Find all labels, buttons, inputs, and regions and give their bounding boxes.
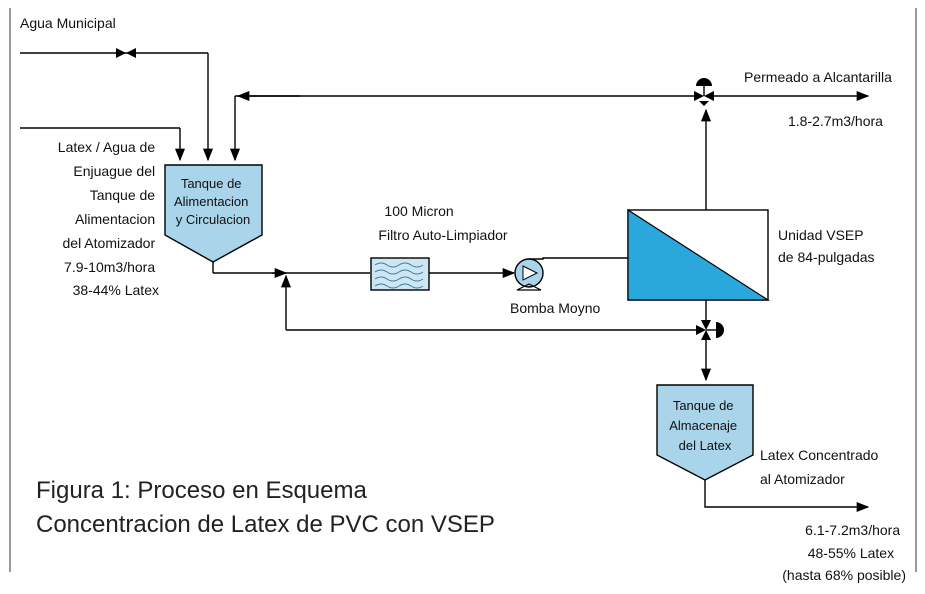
latex-storage-tank xyxy=(656,384,754,481)
agua-municipal-label: Agua Municipal xyxy=(20,15,116,31)
moyno-pump-icon xyxy=(514,258,544,291)
figure-caption: Figura 1: Proceso en Esquema Concentraci… xyxy=(36,477,495,538)
feed-tank-label: Tanque de Alimentacion y Circulacion xyxy=(174,176,252,227)
vsep-label: Unidad VSEP de 84-pulgadas xyxy=(778,227,875,265)
latex-feed-label: Latex / Agua de Enjuague del Tanque de A… xyxy=(58,139,159,298)
permeate-valve-icon xyxy=(694,78,714,106)
concentrate-outlet-line xyxy=(704,480,870,513)
permeate-flow: 1.8-2.7m3/hora xyxy=(788,113,883,129)
concentrate-flow: 6.1-7.2m3/hora 48-55% Latex (hasta 68% p… xyxy=(782,522,906,583)
permeate-label: Permeado a Alcantarilla xyxy=(744,69,892,85)
municipal-water-valve-icon xyxy=(116,48,136,58)
pump-to-vsep-line xyxy=(529,252,642,264)
self-cleaning-filter xyxy=(370,257,430,291)
storage-tank-label: Tanque de Almacenaje del Latex xyxy=(669,398,741,453)
filter-label: 100 Micron Filtro Auto-Limpiador xyxy=(378,203,508,243)
feed-circulation-tank xyxy=(164,164,263,263)
pump-label: Bomba Moyno xyxy=(510,300,600,316)
concentrate-valve-icon xyxy=(696,320,724,340)
vsep-unit xyxy=(627,208,771,301)
concentrate-label: Latex Concentrado al Atomizador xyxy=(760,447,882,487)
